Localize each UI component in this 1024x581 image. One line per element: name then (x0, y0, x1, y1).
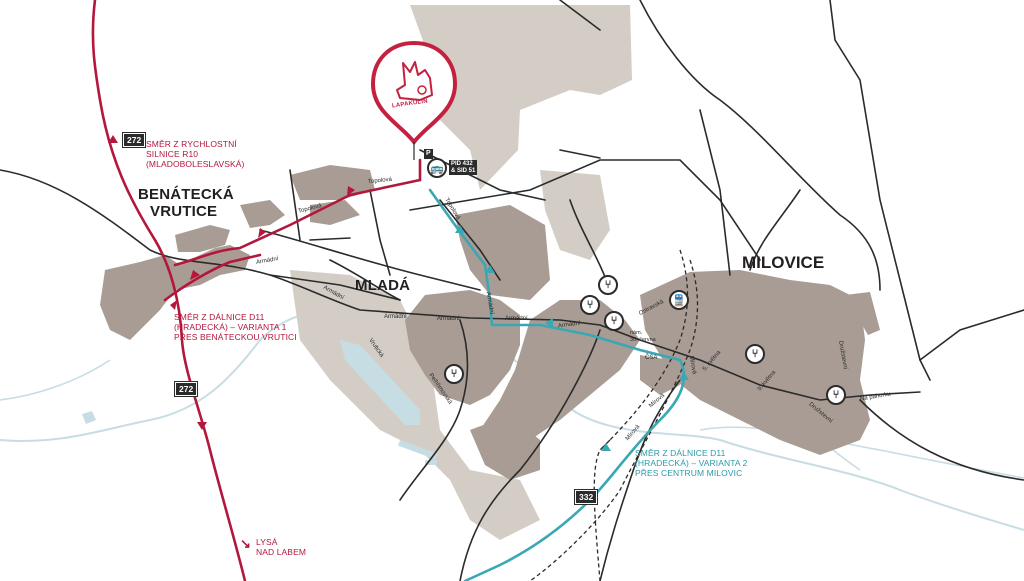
direction-d11v2-line1: SMĚR Z DÁLNICE D11 (635, 448, 726, 458)
direction-lysa-line2: NAD LABEM (256, 547, 307, 557)
town-benatecka-line2: VRUTICE (150, 203, 218, 220)
bus-stop-icon: 🚌 (427, 158, 447, 178)
direction-lysa-line1: LYSÁ (256, 537, 278, 547)
bus-stop-line1: PID 432 (451, 161, 473, 167)
blue-route (428, 188, 686, 581)
town-benatecka-line1: BENÁTECKÁ (138, 186, 234, 203)
blue-arrows (455, 225, 689, 451)
bus-stop-line2: & SID 51 (451, 167, 476, 174)
street-armadni-4: Armádní (437, 316, 460, 322)
direction-r10-line1: SMĚR Z RYCHLOSTNÍ (146, 139, 237, 149)
red-route (91, 0, 422, 581)
street-cska: ČSA (645, 355, 658, 361)
town-mlada: MLADÁ (355, 277, 411, 294)
restaurant-icon: ⑂ (604, 311, 624, 331)
bus-stop-label: PID 432 & SID 51 (449, 160, 478, 176)
restaurant-icon: ⑂ (598, 275, 618, 295)
square-name-line1: nám. (630, 330, 643, 336)
restaurant-icon: ⑂ (745, 344, 765, 364)
road-shield-332: 332 (573, 489, 599, 505)
lysa-arrow-icon: ↘ (240, 536, 251, 551)
street-armadni-3: Armádní (384, 314, 407, 320)
direction-d11v1-line3: PŘES BENÁTECKOU VRUTICI (174, 332, 297, 342)
direction-d11v1-line2: (HRADECKÁ) – VARIANTA 1 (174, 322, 287, 332)
road-shield-272-top: 272 (121, 132, 147, 148)
red-arrows (108, 135, 355, 430)
industrial-areas (290, 5, 632, 540)
direction-d11v1-line1: SMĚR Z DÁLNICE D11 (174, 312, 265, 322)
parking-icon: P (424, 149, 433, 159)
restaurant-icon: ⑂ (826, 385, 846, 405)
restaurant-icon: ⑂ (580, 295, 600, 315)
direction-d11v2-line2: (HRADECKÁ) – VARIANTA 2 (635, 458, 748, 468)
train-station-icon: 🚆 (669, 290, 689, 310)
direction-r10-line3: (MLADOBOLESLAVSKÁ) (146, 159, 245, 169)
direction-r10-line2: SILNICE R10 (146, 149, 199, 159)
town-milovice: MILOVICE (742, 253, 825, 272)
restaurant-icon: ⑂ (444, 364, 464, 384)
lapakulin-logo (370, 40, 458, 160)
lake (82, 411, 96, 424)
road-shield-272-bottom: 272 (173, 381, 199, 397)
street-armadni-5: Armádní (505, 316, 528, 322)
square-name-line2: 30. června (630, 337, 656, 343)
direction-d11v2-line3: PŘES CENTRUM MILOVIC (635, 468, 743, 478)
hangars (340, 340, 438, 465)
